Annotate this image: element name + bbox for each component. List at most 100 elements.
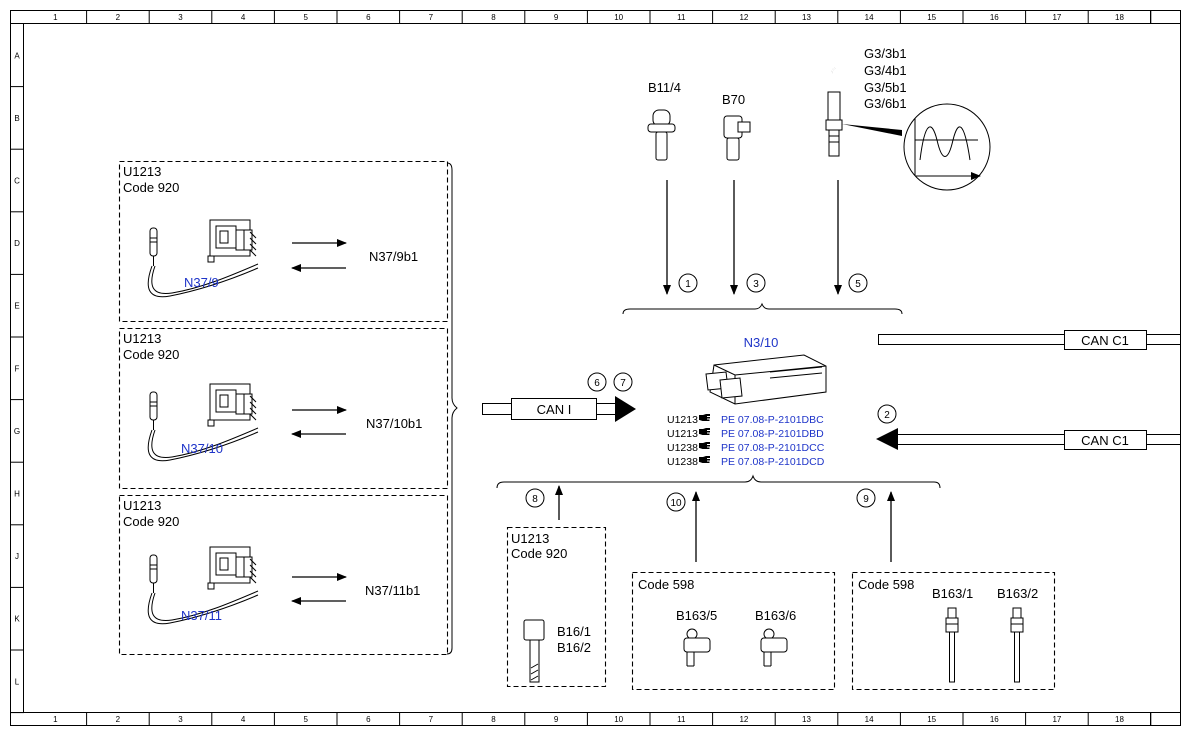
grid-column-label: 18 [1115, 13, 1124, 22]
option-code-label: U1213 [123, 164, 161, 179]
ecu-ref-2[interactable]: U1213 PE 07.08-P-2101DBD [667, 428, 824, 440]
svg-text:5: 5 [855, 279, 861, 290]
top-brace [622, 302, 903, 315]
target-label: N37/9b1 [369, 249, 418, 264]
svg-text:U1213: U1213 [667, 428, 698, 440]
svg-text:10: 10 [670, 498, 682, 509]
svg-text:Code 598: Code 598 [638, 577, 694, 592]
grid-column-label: 11 [677, 715, 686, 724]
svg-text:U1213: U1213 [511, 531, 549, 546]
svg-text:8: 8 [532, 494, 538, 505]
grid-column-label: 13 [802, 13, 811, 22]
svg-text:U1213: U1213 [667, 414, 698, 426]
svg-text:B163/2: B163/2 [997, 586, 1038, 601]
crankshaft-sensor-icon [723, 115, 751, 161]
oxygen-sensor-icon [825, 67, 843, 157]
grid-column-label: 2 [116, 13, 121, 22]
grid-row-label: J [15, 552, 19, 561]
engine-control-unit-icon [705, 354, 827, 405]
svg-text:PE 07.08-P-2101DBC: PE 07.08-P-2101DBC [721, 414, 824, 426]
grid-column-label: 7 [429, 715, 434, 724]
grid-column-label: 9 [554, 715, 559, 724]
signal-7: 7 [613, 372, 633, 392]
signal-2: 2 [877, 404, 897, 424]
ecu-ref-4[interactable]: U1238 PE 07.08-P-2101DCD [667, 456, 825, 468]
grid-column-label: 16 [990, 715, 999, 724]
code-label: Code 920 [123, 514, 179, 529]
grid-column-label: 3 [178, 715, 183, 724]
can-i-label: CAN I [537, 402, 572, 417]
sensor-b70: B70 [722, 92, 751, 295]
grid-column-label: 10 [614, 13, 623, 22]
grid-column-label: 14 [865, 715, 874, 724]
grid-column-label: 12 [739, 715, 748, 724]
pointing-hand-icon [699, 414, 710, 421]
grid-column-label: 7 [429, 13, 434, 22]
signal-5: 5 [848, 273, 868, 293]
grid-column-label: 14 [865, 13, 874, 22]
component-label[interactable]: N37/9 [184, 275, 219, 290]
grid-column-label: 1 [53, 13, 58, 22]
b70-label: B70 [722, 92, 745, 107]
svg-text:PE 07.08-P-2101DCC: PE 07.08-P-2101DCC [721, 442, 825, 454]
svg-text:B163/1: B163/1 [932, 586, 973, 601]
b163-1-2-group: Code 598 B163/1 B163/2 [851, 571, 1056, 691]
ecu-ref-1[interactable]: U1213 PE 07.08-P-2101DBC [667, 414, 824, 426]
b16-group: U1213 Code 920 B16/1 B16/2 [506, 526, 607, 688]
grid-column-label: 5 [303, 13, 308, 22]
left-group-n37-9: U1213 Code 920 N37/9 N37/9b1 [118, 160, 449, 323]
grid-column-label: 11 [677, 13, 686, 22]
left-group-n37-11: U1213 Code 920 N37/11 N37/11b1 [118, 494, 449, 656]
grid-column-label: 12 [739, 13, 748, 22]
svg-text:U1238: U1238 [667, 456, 698, 468]
pressure-sensor-icon [760, 628, 788, 667]
grid-column-label: 18 [1115, 715, 1124, 724]
grid-row-label: K [14, 615, 20, 624]
left-group-n37-10: U1213 Code 920 N37/10 N37/10b1 [118, 327, 449, 490]
grid-column-label: 8 [491, 715, 496, 724]
b163-5-6-group: Code 598 B163/5 B163/6 [631, 571, 836, 691]
signal-6: 6 [587, 372, 607, 392]
b11-4-label: B11/4 [648, 80, 681, 95]
signal-10: 10 [666, 492, 686, 512]
component-label[interactable]: N37/10 [181, 441, 223, 456]
svg-text:1: 1 [685, 279, 691, 290]
target-label: N37/11b1 [365, 583, 420, 598]
ecu-ref-3[interactable]: U1238 PE 07.08-P-2101DCC [667, 442, 825, 454]
grid-column-label: 4 [241, 715, 246, 724]
grid-row-label: C [14, 177, 20, 186]
target-label: N37/10b1 [366, 416, 422, 431]
option-code-label: U1213 [123, 498, 161, 513]
component-label[interactable]: N37/11 [181, 608, 222, 623]
temperature-sensor-icon [647, 109, 676, 161]
grid-column-label: 1 [53, 715, 58, 724]
can-c1-top-bus: CAN C1 [878, 330, 1181, 350]
signal-8: 8 [525, 488, 545, 508]
grid-column-label: 5 [303, 715, 308, 724]
bottom-brace [496, 474, 941, 489]
svg-text:PE 07.08-P-2101DBD: PE 07.08-P-2101DBD [721, 428, 824, 440]
grid-column-label: 3 [178, 13, 183, 22]
sensor-g3: G3/3b1 G3/4b1 G3/5b1 G3/6b1 [825, 46, 991, 295]
svg-text:3: 3 [753, 279, 759, 290]
pointing-hand-icon [699, 428, 710, 435]
grid-column-label: 9 [554, 13, 559, 22]
grid-row-label: B [14, 114, 19, 123]
svg-text:B163/6: B163/6 [755, 608, 796, 623]
ecu-label[interactable]: N3/10 [744, 335, 779, 350]
grid-column-label: 4 [241, 13, 246, 22]
sine-wave-icon [842, 103, 991, 191]
can-c1-bottom-label: CAN C1 [1081, 433, 1129, 448]
group-brace [446, 162, 458, 655]
can-c1-bottom-bus: CAN C1 [876, 428, 1181, 450]
signal-1: 1 [678, 273, 698, 293]
svg-text:6: 6 [594, 378, 600, 389]
svg-text:B16/2: B16/2 [557, 640, 591, 655]
svg-text:B163/5: B163/5 [676, 608, 717, 623]
grid-column-label: 6 [366, 715, 371, 724]
grid-column-label: 16 [990, 13, 999, 22]
grid-row-label: G [14, 427, 20, 436]
